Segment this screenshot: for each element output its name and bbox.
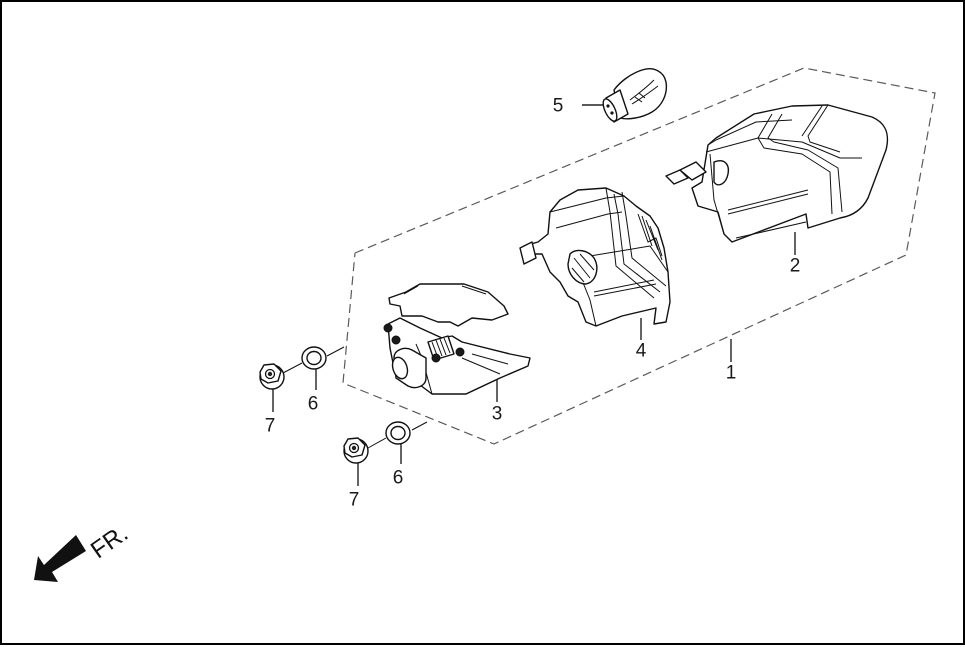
callout-1: 1: [725, 362, 737, 384]
callout-6-lower: 6: [392, 467, 404, 489]
washer-part-6-upper: [301, 346, 327, 370]
fastener-set-upper: [259, 346, 327, 390]
callout-7-upper: 7: [264, 415, 276, 437]
callout-3: 3: [491, 403, 503, 425]
callout-5: 5: [552, 95, 564, 117]
front-direction-arrow-icon: [34, 535, 86, 582]
washer-part-6-lower: [385, 421, 411, 445]
flange-nut-part-7-lower: [343, 437, 369, 464]
flange-nut-part-7-upper: [259, 363, 285, 390]
bracket-part-3: [383, 283, 531, 395]
callout-4: 4: [635, 340, 647, 362]
callout-2: 2: [789, 255, 801, 277]
lamp-housing-part-4: [519, 187, 671, 327]
fastener-set-lower: [343, 421, 411, 464]
lens-cover-part-2: [665, 104, 889, 243]
leader-lines: [272, 104, 796, 486]
callout-7-lower: 7: [348, 489, 360, 511]
bulb-part-5: [602, 68, 668, 123]
callout-6-upper: 6: [307, 393, 319, 415]
